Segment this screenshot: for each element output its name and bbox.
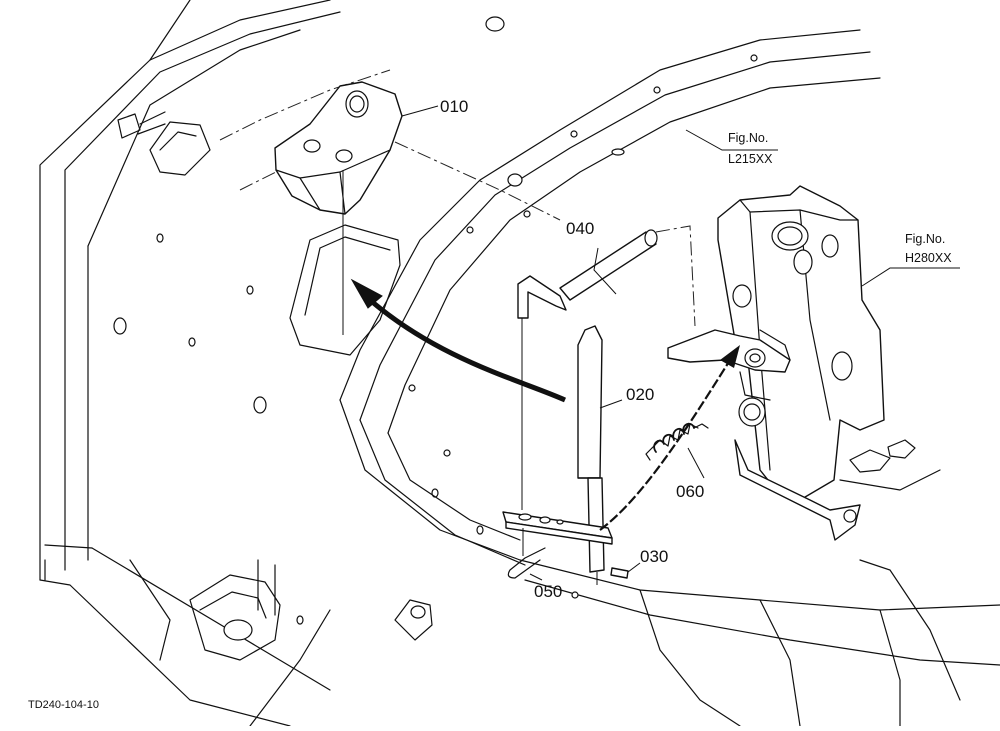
arrow-head-up-right-icon — [720, 345, 740, 368]
callout-040: 040 — [566, 219, 594, 238]
part-040-rod — [517, 225, 696, 510]
fig-ref-caption-1: Fig.No. — [728, 131, 768, 145]
fig-ref-caption-2: Fig.No. — [905, 232, 945, 246]
left-housing — [39, 0, 484, 727]
part-020-pin — [577, 325, 605, 573]
part-010-bracket — [274, 81, 561, 335]
part-030-pin — [610, 562, 641, 579]
fig-ref-code-2: H280XX — [905, 251, 952, 265]
callout-050: 050 — [534, 582, 562, 601]
fig-ref-code-1: L215XX — [728, 152, 773, 166]
center-frame — [339, 16, 1000, 727]
part-050-plate — [502, 511, 613, 585]
leader-lines — [401, 105, 960, 581]
callout-060: 060 — [676, 482, 704, 501]
part-060-spring — [645, 422, 709, 479]
drawing-code: TD240-104-10 — [28, 699, 99, 711]
callout-030: 030 — [640, 547, 668, 566]
right-bracket — [667, 185, 941, 541]
callout-020: 020 — [626, 385, 654, 404]
callout-010: 010 — [440, 97, 468, 116]
arrow-head-up-left-icon — [350, 278, 383, 309]
assembly-arrows — [350, 278, 740, 531]
